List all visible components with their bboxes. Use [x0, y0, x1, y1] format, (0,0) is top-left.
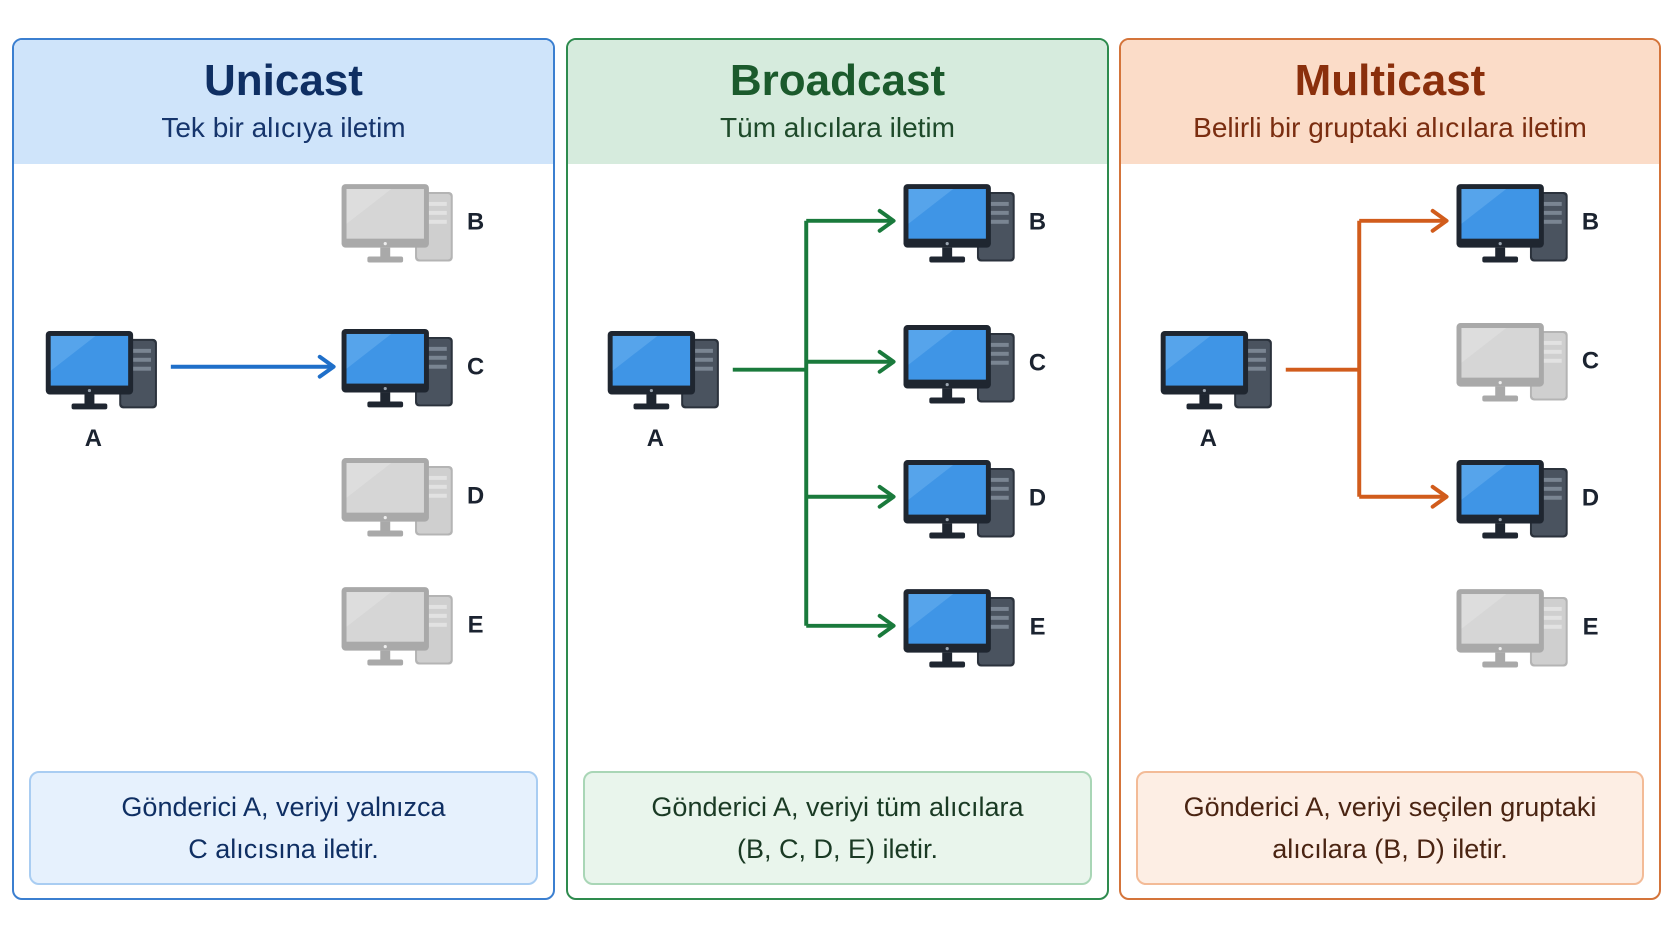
panel-header: Broadcast Tüm alıcılara iletim	[568, 40, 1107, 164]
receiver-computer-icon	[341, 329, 453, 408]
panel-subtitle: Belirli bir gruptaki alıcılara iletim	[1193, 112, 1587, 143]
receiver-label: D	[467, 483, 484, 510]
sender-computer-icon	[1160, 330, 1272, 410]
caption-line: Gönderici A, veriyi tüm alıcılara	[651, 792, 1024, 822]
panel-title: Multicast	[1294, 56, 1486, 105]
unicast-diagram: A B C D E	[45, 184, 484, 666]
receiver-computer-icon-inactive	[1456, 589, 1568, 668]
receiver-label: E	[1583, 614, 1599, 641]
receiver-computer-icon	[1456, 184, 1568, 263]
receiver-computer-icon	[903, 325, 1015, 404]
caption-line: (B, C, D, E) iletir.	[736, 834, 938, 864]
sender-label: A	[647, 425, 664, 452]
panel-caption: Gönderici A, veriyi yalnızca C alıcısına…	[29, 771, 538, 885]
panel-title: Unicast	[204, 56, 363, 105]
broadcast-diagram: A B C D E	[607, 184, 1046, 668]
receiver-label: E	[1030, 614, 1046, 641]
receiver-computer-icon-inactive	[341, 587, 453, 666]
receiver-label: D	[1582, 485, 1599, 512]
caption-line: Gönderici A, veriyi yalnızca	[121, 792, 446, 822]
caption-line: C alıcısına iletir.	[188, 834, 379, 864]
unicast-panel: Unicast Tek bir alıcıya iletim A B C D E Gön…	[12, 38, 555, 900]
receiver-computer-icon	[903, 460, 1015, 539]
sender-label: A	[1200, 425, 1217, 452]
arrow-head-icon	[317, 354, 336, 379]
receiver-label: C	[1029, 350, 1046, 377]
multicast-diagram: A B C D E	[1160, 184, 1599, 668]
arrow-head-icon	[877, 349, 896, 374]
multicast-panel: Multicast Belirli bir gruptaki alıcılara…	[1119, 38, 1661, 900]
panel-title: Broadcast	[729, 56, 946, 105]
arrow-head-icon	[1430, 484, 1449, 509]
arrow-head-icon	[877, 613, 896, 638]
arrow-head-icon	[877, 208, 896, 233]
receiver-computer-icon-inactive	[341, 184, 453, 263]
receiver-label: C	[467, 354, 484, 381]
receiver-label: D	[1029, 485, 1046, 512]
receiver-computer-icon	[1456, 460, 1568, 539]
caption-line: Gönderici A, veriyi seçilen gruptaki	[1183, 792, 1597, 822]
receiver-label: C	[1582, 348, 1599, 375]
receiver-label: E	[468, 612, 484, 639]
sender-computer-icon	[45, 330, 157, 410]
arrow-head-icon	[1430, 208, 1449, 233]
receiver-computer-icon-inactive	[1456, 323, 1568, 402]
panel-caption: Gönderici A, veriyi tüm alıcılara (B, C,…	[583, 771, 1092, 885]
receiver-label: B	[467, 209, 484, 236]
receiver-computer-icon	[903, 184, 1015, 263]
broadcast-panel: Broadcast Tüm alıcılara iletim A B C D E Gön…	[566, 38, 1109, 900]
panel-subtitle: Tüm alıcılara iletim	[720, 112, 955, 143]
panel-header: Multicast Belirli bir gruptaki alıcılara…	[1121, 40, 1659, 164]
receiver-label: B	[1582, 209, 1599, 236]
panel-caption: Gönderici A, veriyi seçilen gruptaki alı…	[1136, 771, 1644, 885]
panel-subtitle: Tek bir alıcıya iletim	[161, 112, 406, 143]
caption-line: alıcılara (B, D) iletir.	[1272, 834, 1508, 864]
panel-header: Unicast Tek bir alıcıya iletim	[14, 40, 553, 164]
receiver-label: B	[1029, 209, 1046, 236]
sender-label: A	[85, 425, 102, 452]
sender-computer-icon	[607, 330, 719, 410]
receiver-computer-icon-inactive	[341, 458, 453, 537]
receiver-computer-icon	[903, 589, 1015, 668]
arrow-head-icon	[877, 484, 896, 509]
